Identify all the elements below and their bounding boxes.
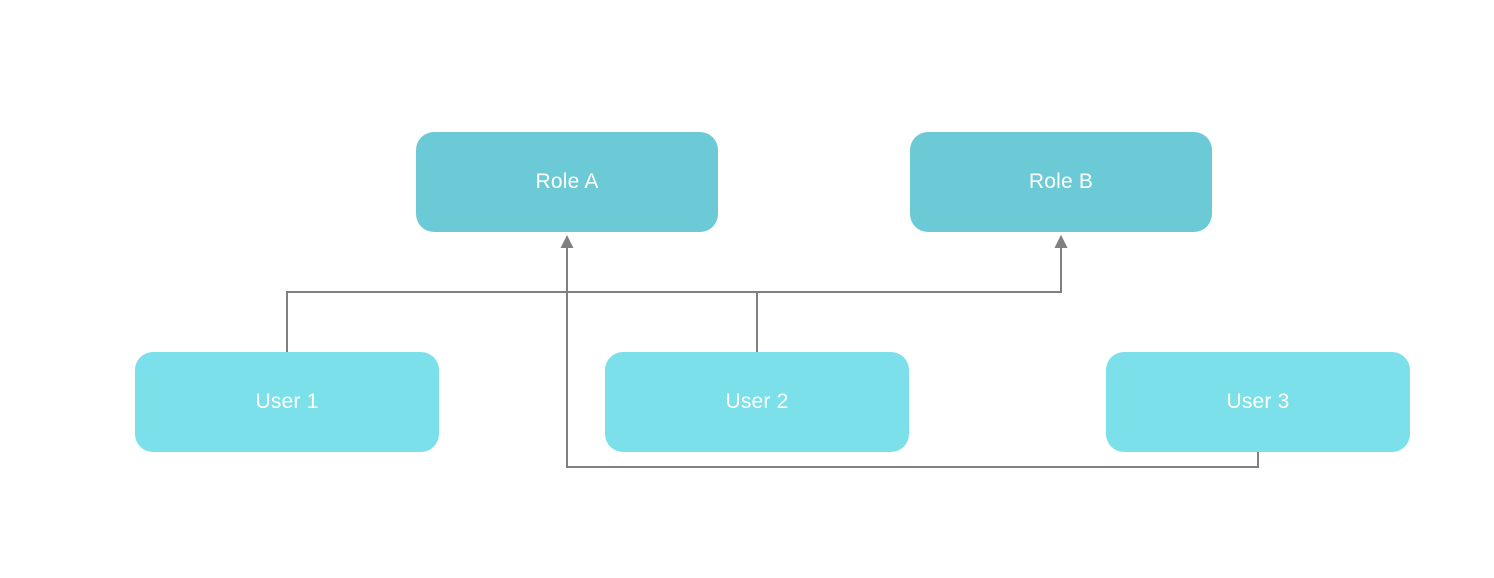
node-role-a: Role A: [416, 132, 718, 232]
node-user-3-label: User 3: [1226, 390, 1290, 413]
node-user-2-label: User 2: [725, 390, 789, 413]
node-user-2: User 2: [605, 352, 909, 452]
node-user-1-label: User 1: [255, 390, 319, 413]
node-user-1: User 1: [135, 352, 439, 452]
node-role-a-label: Role A: [535, 170, 599, 193]
edge-user1-role-b: [286, 235, 1068, 352]
edge-user2-role-b: [756, 235, 1068, 352]
node-user-3: User 3: [1106, 352, 1410, 452]
edge-user3-role-a: [560, 235, 1259, 468]
node-role-b-label: Role B: [1028, 170, 1094, 193]
node-role-b: Role B: [910, 132, 1212, 232]
